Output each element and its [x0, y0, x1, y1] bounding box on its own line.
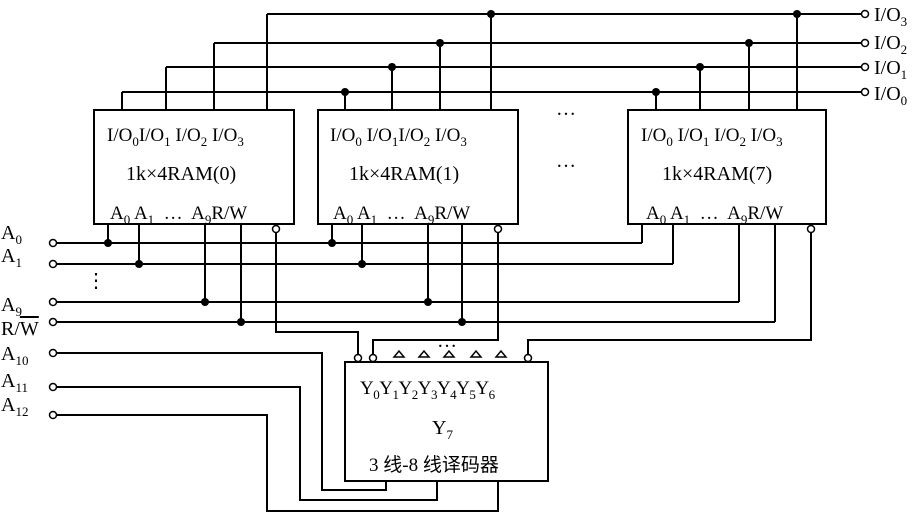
- chips-ellipsis-mid: …: [556, 150, 576, 172]
- ram-chip-0-io-pins: I/O0I/O1 I/O2 I/O3: [107, 125, 244, 149]
- decoder-title: 3 线-8 线译码器: [369, 455, 499, 476]
- address-ellipsis: ⋮: [86, 270, 106, 292]
- output-label-io0: I/O0: [874, 83, 908, 108]
- chip-select-lines: [275, 232, 812, 356]
- input-label-a1: A1: [1, 245, 22, 270]
- terminal-circles: [48, 9, 870, 420]
- output-label-io1: I/O1: [874, 57, 908, 82]
- decoder-ellipsis: …: [437, 330, 457, 352]
- decoder-output-arrows: [392, 349, 508, 358]
- decoder-input-lines: [53, 352, 499, 512]
- input-label-a0: A0: [1, 222, 22, 247]
- ram-chip-7-title: 1k×4RAM(7): [662, 163, 773, 185]
- input-label-a10: A10: [1, 343, 29, 368]
- chips-ellipsis-top: …: [556, 98, 576, 120]
- io-bus-lines: [121, 13, 862, 110]
- ram-chip-0-title: 1k×4RAM(0): [126, 163, 237, 185]
- address-bus-lines: [53, 224, 776, 323]
- input-label-a11: A11: [1, 370, 28, 395]
- ram-chip-0-addr-pins: A0 A1 … A9R/W: [110, 203, 248, 227]
- ram-chip-1-title: 1k×4RAM(1): [349, 163, 460, 185]
- input-label-rw: R/W: [1, 318, 39, 340]
- input-label-a9: A9: [1, 294, 22, 319]
- ram-chip-1-body: [317, 109, 519, 225]
- ram-chip-7-io-pins: I/O0 I/O1 I/O2 I/O3: [641, 125, 783, 149]
- ram-chip-1-addr-pins: A0 A1 … A9R/W: [333, 203, 471, 227]
- output-label-io3: I/O3: [874, 4, 908, 29]
- ram-chip-1-io-pins: I/O0 I/O1I/O2 I/O3: [330, 125, 467, 149]
- input-label-a12: A12: [1, 394, 29, 419]
- ram-chip-7-addr-pins: A0 A1 … A9R/W: [646, 203, 784, 227]
- output-label-io2: I/O2: [874, 32, 908, 57]
- decoder-output-y7: Y7: [432, 417, 453, 442]
- ram-chip-7-body: [627, 109, 827, 225]
- decoder-output-pins: Y0Y1Y2Y3Y4Y5Y6: [360, 378, 495, 402]
- decoder-body: [344, 361, 549, 482]
- ram-chip-0-body: [93, 109, 295, 225]
- junction-dots: [104, 10, 801, 326]
